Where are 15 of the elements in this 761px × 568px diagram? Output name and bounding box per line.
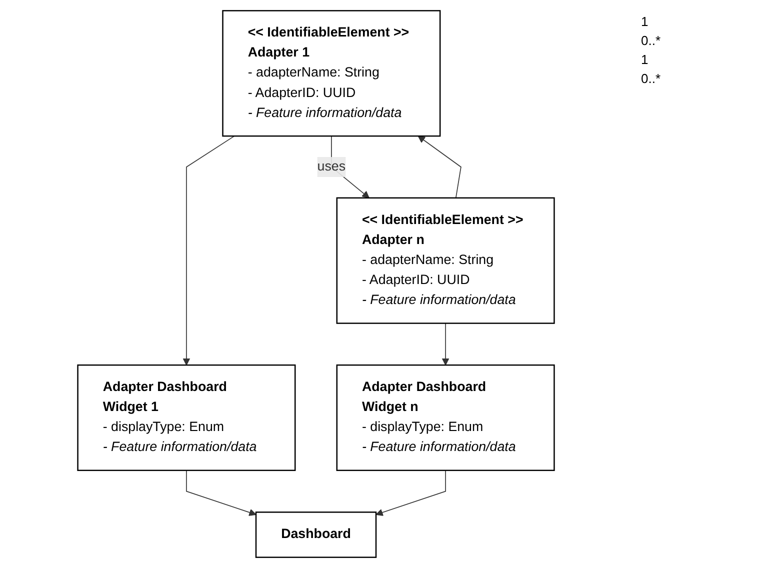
node-box: Adapter Dashboard Widget n - displayType: Enum - Feature information/data [336, 364, 554, 472]
edge-label: uses [316, 159, 346, 174]
multiplicity-label: 1 [641, 52, 650, 67]
arrow [417, 136, 461, 198]
node-box: << IdentifiableElement >> Adapter n - adapterName: String - AdapterID: UUID - Feature information/data [336, 197, 554, 324]
node-box: Dashboard [254, 512, 376, 558]
node-box: << IdentifiableElement >> Adapter 1 - adapterName: String - AdapterID: UUID - Feature information/data [222, 10, 440, 137]
multiplicity-label: 1 [641, 14, 650, 29]
arrow [186, 470, 256, 516]
node-box: Adapter Dashboard Widget 1 - displayType: Enum - Feature information/data [76, 364, 296, 472]
arrow [441, 322, 449, 366]
arrow [182, 136, 234, 366]
multiplicity-label: 0..* [641, 33, 662, 48]
arrow [375, 470, 446, 516]
multiplicity-label: 0..* [641, 71, 662, 86]
